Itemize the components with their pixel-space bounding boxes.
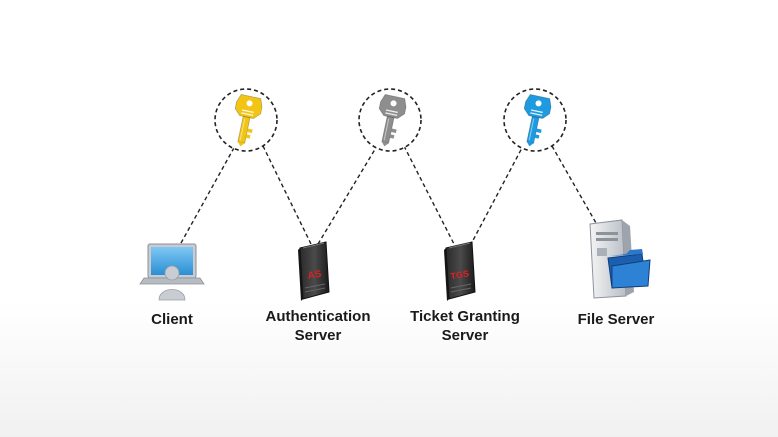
connector-key2-tgs — [403, 145, 456, 247]
label-authentication-server: Authentication Server — [238, 307, 398, 345]
label-line: File Server — [577, 311, 655, 328]
connector-key3-file — [551, 145, 601, 231]
key-icon — [378, 93, 407, 147]
key-node-2 — [358, 88, 422, 152]
label-file-server: File Server — [536, 310, 696, 329]
connector-lines — [180, 145, 601, 247]
label-line: Server — [441, 327, 489, 344]
label-ticket-granting-server: Ticket Granting Server — [385, 307, 545, 345]
server-badge-tgs: TGS — [450, 268, 470, 281]
auth-server-icon: AS — [298, 241, 330, 301]
label-line: Client — [151, 311, 193, 328]
label-line: Authentication — [265, 308, 371, 325]
key-node-1 — [214, 88, 278, 152]
connector-client-key1 — [180, 145, 236, 244]
tgs-server-icon: TGS — [444, 241, 476, 301]
laptop-user-icon — [139, 243, 205, 301]
label-line: Server — [294, 327, 342, 344]
label-line: Ticket Granting — [410, 308, 520, 325]
server-badge-as: AS — [307, 269, 323, 282]
connector-tgs-key3 — [469, 145, 524, 247]
connector-key1-as — [262, 145, 312, 245]
key-icon — [234, 93, 263, 147]
file-server-folder-icon — [589, 219, 651, 299]
label-client: Client — [92, 310, 252, 329]
connector-as-key2 — [317, 145, 378, 245]
key-icon — [523, 93, 552, 147]
key-node-3 — [503, 88, 567, 152]
